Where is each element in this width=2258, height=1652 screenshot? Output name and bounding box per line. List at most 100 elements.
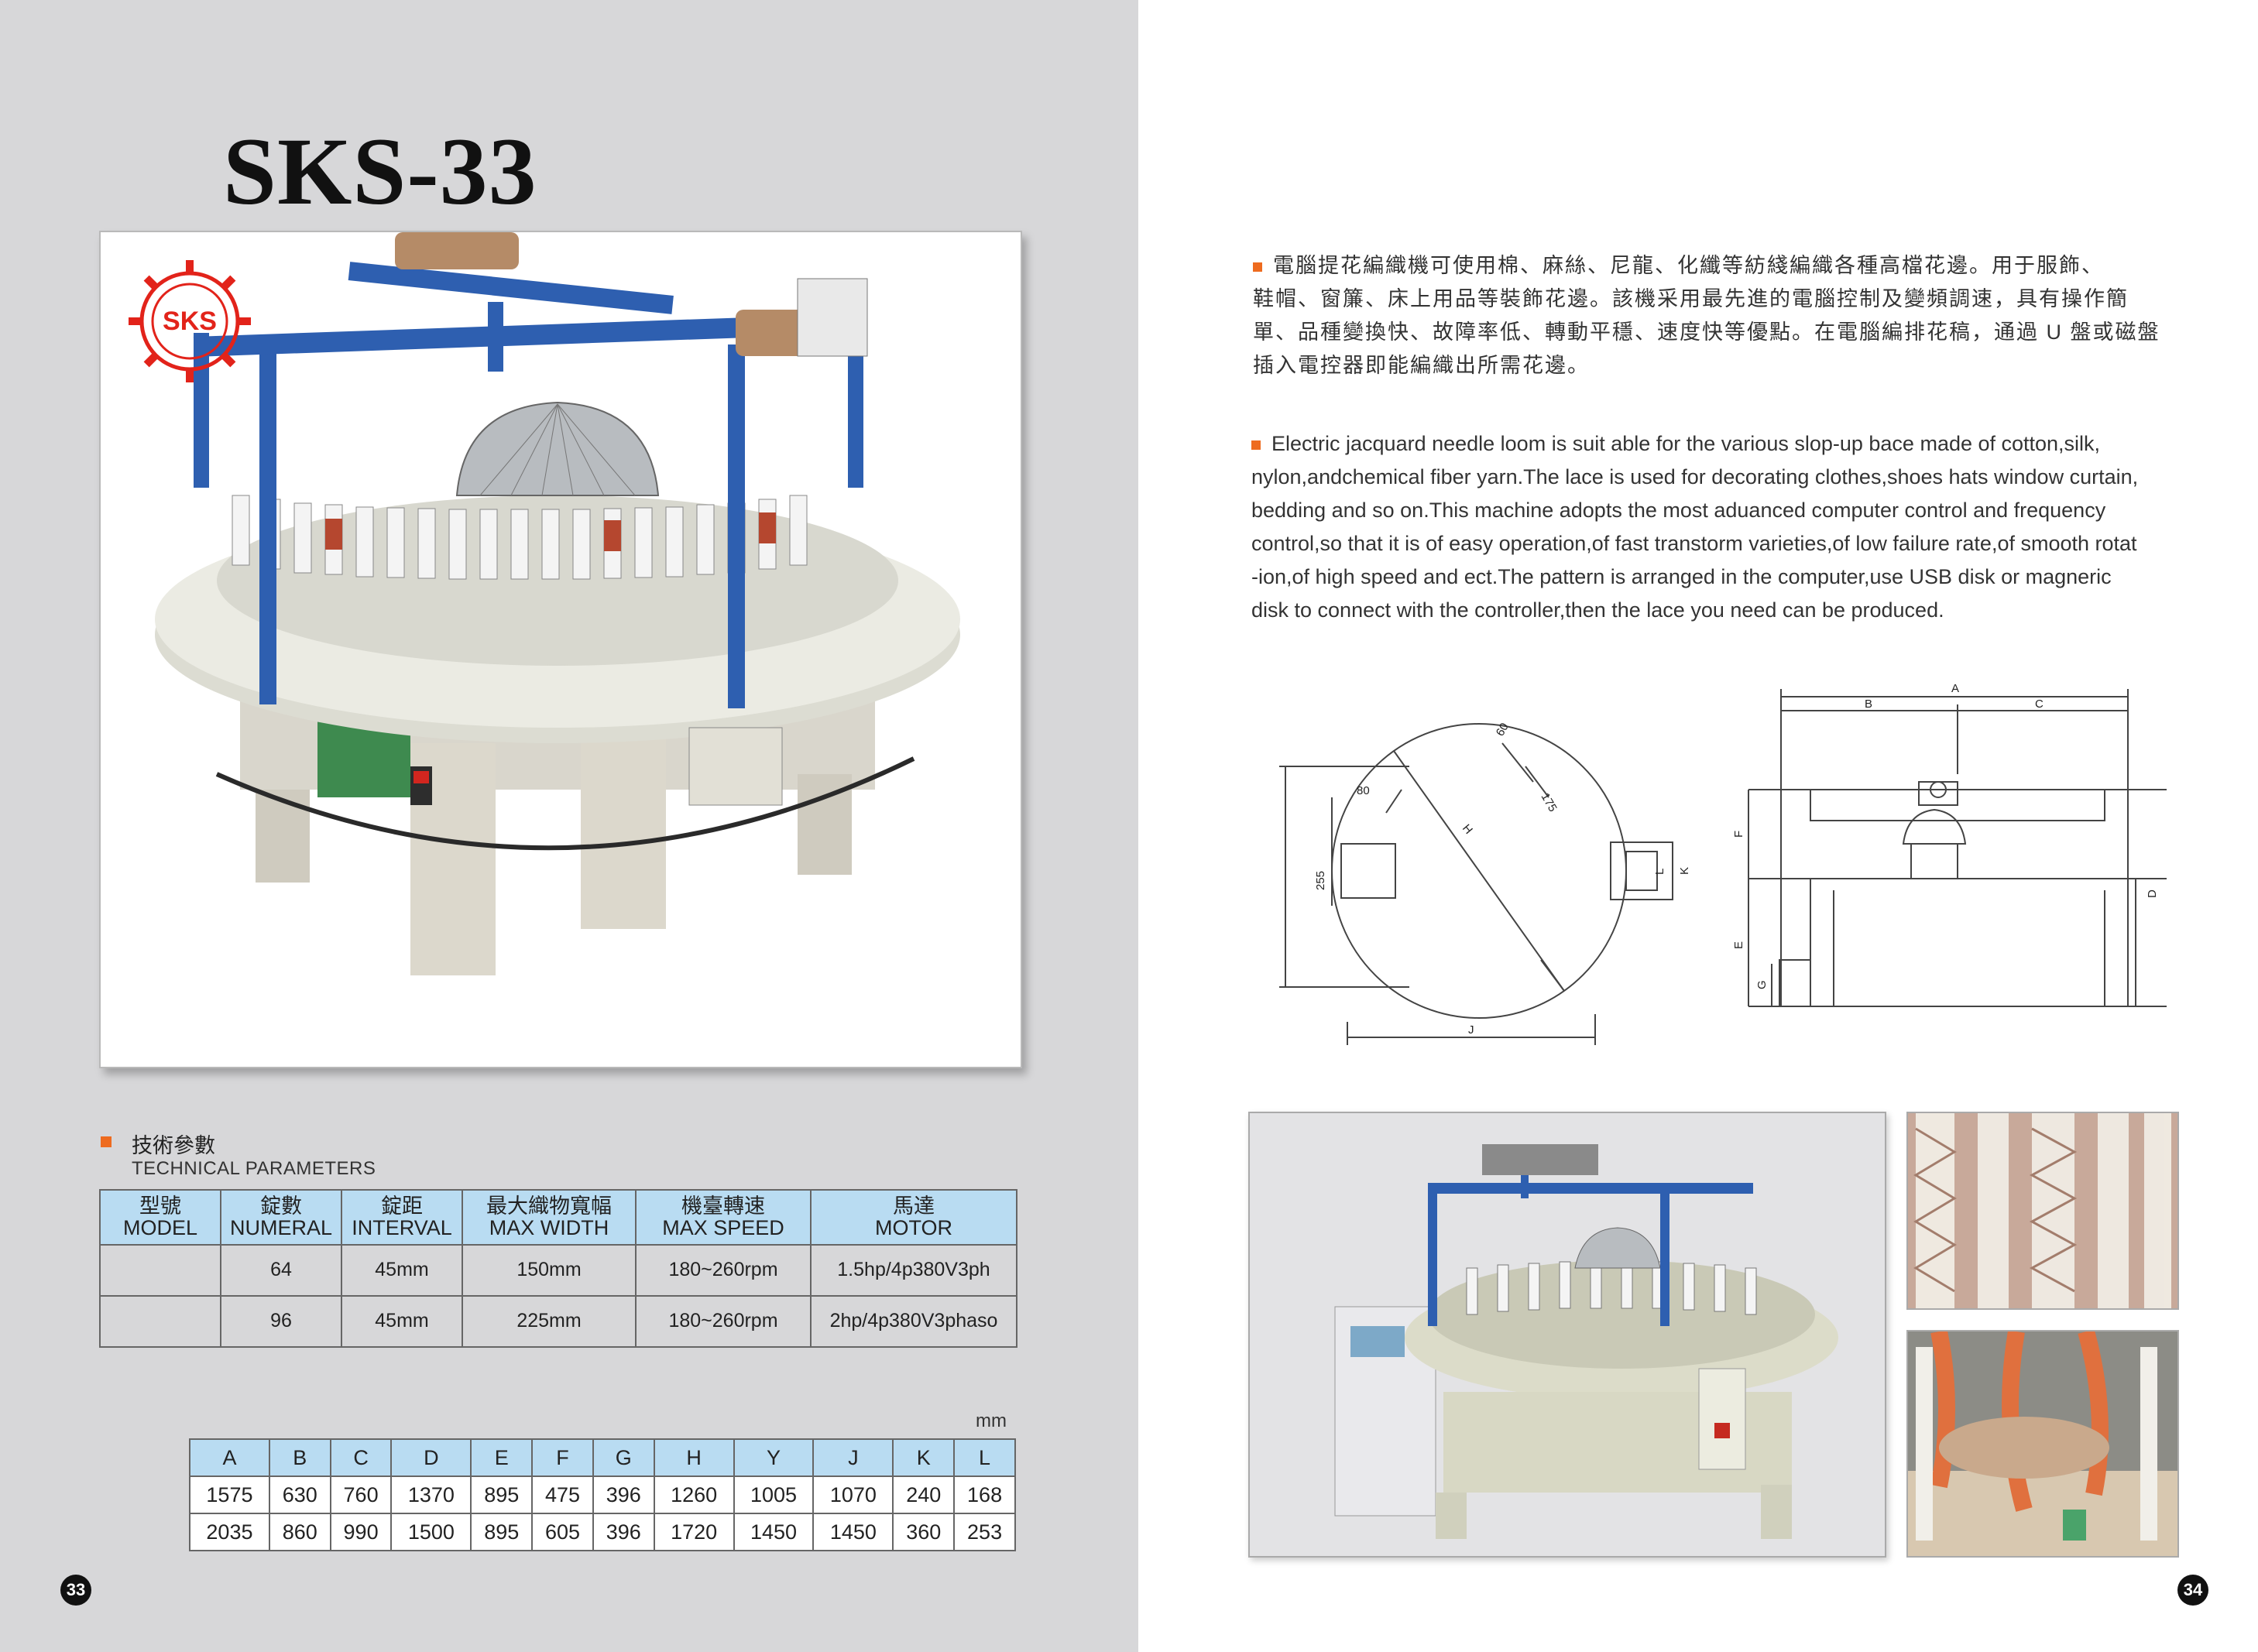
dim-header: A <box>189 1438 270 1477</box>
cell: 1005 <box>733 1475 815 1514</box>
cell <box>99 1294 221 1348</box>
desc-line: 單、品種變換快、故障率低、轉動平穩、速度快等優點。在電腦編排花稿，通過 U 盤或… <box>1253 320 2160 344</box>
table-row: 96 45mm 225mm 180~260rpm 2hp/4p380V3phas… <box>99 1294 1017 1348</box>
cell: 895 <box>470 1475 534 1514</box>
dim-header: D <box>390 1438 472 1477</box>
cell: 253 <box>953 1513 1016 1551</box>
dim-label-80: 80 <box>1357 784 1370 797</box>
desc-line: 鞋帽、窗簾、床上用品等裝飾花邊。該機采用最先進的電腦控制及變頻調速，具有操作簡 <box>1253 287 2129 310</box>
desc-line: -ion,of high speed and ect.The pattern i… <box>1251 565 2112 588</box>
cell: 860 <box>268 1513 331 1551</box>
cell: 2hp/4p380V3phaso <box>810 1294 1017 1348</box>
top-view-drawing: 60 80 175 H 255 L K J <box>1279 721 1688 1045</box>
bullet-icon <box>1251 440 1261 450</box>
cell: 630 <box>268 1475 331 1514</box>
desc-line: disk to connect with the controller,then… <box>1251 598 1944 622</box>
cell <box>99 1243 221 1297</box>
desc-line: Electric jacquard needle loom is suit ab… <box>1251 427 2138 461</box>
dim-label-j: J <box>1468 1023 1474 1037</box>
desc-line: 插入電控器即能編織出所需花邊。 <box>1253 354 1590 377</box>
cell: 180~260rpm <box>635 1294 812 1348</box>
table-row: 1575 630 760 1370 895 475 396 1260 1005 … <box>189 1475 1016 1514</box>
cell: 1450 <box>812 1513 894 1551</box>
lace-sample-photo-1 <box>1906 1112 2179 1310</box>
cell: 475 <box>531 1475 594 1514</box>
cell: 1370 <box>390 1475 472 1514</box>
side-view-drawing: A B C F D E G <box>1732 682 2167 1007</box>
cell: 96 <box>220 1294 342 1348</box>
description-zh: 電腦提花編織機可使用棉、麻絲、尼龍、化纖等紡綫編織各種高檔花邊。用于服飾、 鞋帽… <box>1253 249 2160 382</box>
cell: 240 <box>892 1475 956 1514</box>
cell: 1450 <box>733 1513 815 1551</box>
machine-photo-2 <box>1248 1112 1886 1558</box>
dim-label-c: C <box>2035 697 2044 711</box>
dim-header: Y <box>733 1438 815 1477</box>
cell: 605 <box>531 1513 594 1551</box>
lace-pattern-1 <box>1908 1113 2177 1308</box>
sks-logo <box>129 260 251 382</box>
dim-label-h: H <box>1460 822 1475 837</box>
dim-label-a: A <box>1951 682 1959 695</box>
cell: 45mm <box>341 1294 463 1348</box>
dim-label-e: E <box>1732 941 1745 949</box>
lace-sample-photo-2 <box>1906 1330 2179 1558</box>
bullet-icon <box>1253 262 1262 272</box>
cell: 990 <box>329 1513 393 1551</box>
cell: 180~260rpm <box>635 1243 812 1297</box>
bullet-icon <box>101 1136 112 1147</box>
dim-header: J <box>812 1438 894 1477</box>
dim-label-60: 60 <box>1494 721 1512 739</box>
dim-label-l: L <box>1653 869 1666 875</box>
table-row: 2035 860 990 1500 895 605 396 1720 1450 … <box>189 1513 1016 1551</box>
dim-label-175: 175 <box>1539 791 1560 814</box>
cell: 1500 <box>390 1513 472 1551</box>
dim-label-d: D <box>2146 889 2159 898</box>
cell: 1070 <box>812 1475 894 1514</box>
cell: 168 <box>953 1475 1016 1514</box>
cell: 895 <box>470 1513 534 1551</box>
machine-illustration <box>155 232 960 975</box>
cell: 396 <box>592 1475 655 1514</box>
page-title: SKS-33 <box>223 118 537 224</box>
dim-label-b: B <box>1865 697 1872 711</box>
cell: 396 <box>592 1513 655 1551</box>
machine-photo: SKS <box>99 231 1022 1068</box>
dim-label-f: F <box>1732 831 1745 838</box>
cell: 225mm <box>462 1294 637 1348</box>
table-row: 64 45mm 150mm 180~260rpm 1.5hp/4p380V3ph <box>99 1243 1017 1297</box>
dim-header: F <box>531 1438 594 1477</box>
cell: 1260 <box>653 1475 735 1514</box>
description-en: Electric jacquard needle loom is suit ab… <box>1251 427 2138 627</box>
cell: 1720 <box>653 1513 735 1551</box>
dim-header: B <box>268 1438 331 1477</box>
logo-text: SKS <box>163 306 217 336</box>
page-number-left: 33 <box>60 1575 91 1606</box>
dim-header: C <box>329 1438 393 1477</box>
dim-header: L <box>953 1438 1016 1477</box>
page-number-right: 34 <box>2177 1575 2208 1606</box>
tech-heading-en: TECHNICAL PARAMETERS <box>132 1158 376 1179</box>
dimensions-table: A B C D E F G H Y J K L 1575 630 760 137… <box>189 1438 1016 1551</box>
dim-header: H <box>653 1438 735 1477</box>
unit-label: mm <box>976 1410 1007 1431</box>
dim-label-k: K <box>1678 867 1688 875</box>
cell: 2035 <box>189 1513 270 1551</box>
dim-label-255: 255 <box>1314 871 1327 890</box>
cell: 1.5hp/4p380V3ph <box>810 1243 1017 1297</box>
dim-header: E <box>470 1438 534 1477</box>
machine-illustration-2 <box>1334 1144 1838 1539</box>
dim-header: G <box>592 1438 655 1477</box>
tech-heading-zh: 技術參數 <box>132 1134 215 1157</box>
dim-header: K <box>892 1438 956 1477</box>
desc-line: 電腦提花編織機可使用棉、麻絲、尼龍、化纖等紡綫編織各種高檔花邊。用于服飾、 <box>1253 249 2160 283</box>
table-header-row: A B C D E F G H Y J K L <box>189 1438 1016 1477</box>
cell: 64 <box>220 1243 342 1297</box>
